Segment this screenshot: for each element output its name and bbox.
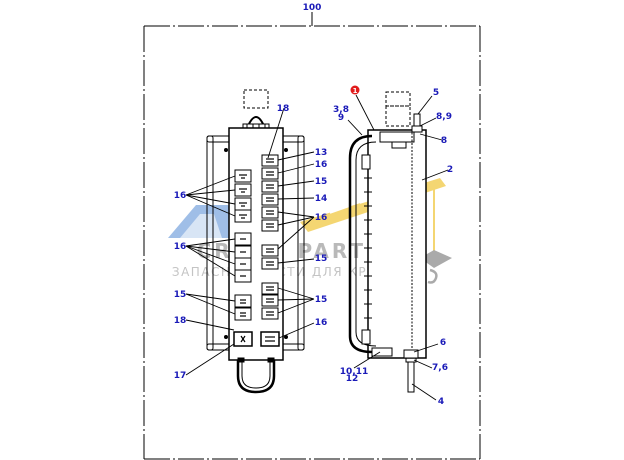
callout-5[interactable]: 5	[433, 88, 439, 98]
callout-9-side[interactable]: 9	[338, 113, 344, 123]
callout-6[interactable]: 6	[440, 338, 446, 348]
right-button-group-bottom	[261, 282, 279, 320]
callout-8[interactable]: 8	[441, 136, 447, 146]
side-switch-teeth	[361, 154, 372, 345]
callout-15-right-a[interactable]: 15	[315, 177, 328, 187]
figure-number: 100	[303, 3, 322, 13]
callout-18-top[interactable]: 18	[277, 104, 290, 114]
callout-4[interactable]: 4	[438, 397, 444, 407]
callout-8-9[interactable]: 8,9	[436, 112, 452, 122]
left-button-group-bottom	[234, 294, 252, 321]
callout-16-left-b[interactable]: 16	[174, 242, 187, 252]
callout-1[interactable]: 1	[353, 87, 358, 95]
callout-16-right-a[interactable]: 16	[315, 160, 328, 170]
callout-10-11[interactable]: 10,11	[340, 367, 368, 377]
callout-12[interactable]: 12	[346, 374, 359, 384]
callout-16-right-b[interactable]: 16	[315, 213, 328, 223]
callout-14[interactable]: 14	[315, 194, 328, 204]
drawing-frame	[143, 12, 481, 460]
callout-16-left-a[interactable]: 16	[174, 191, 187, 201]
left-button-group-top	[234, 169, 252, 223]
callout-17[interactable]: 17	[174, 371, 187, 381]
callout-16-right-c[interactable]: 16	[315, 318, 328, 328]
callout-15-right-b[interactable]: 15	[315, 254, 328, 264]
button-glyph-marks	[239, 158, 275, 343]
callout-13[interactable]: 13	[315, 148, 328, 158]
side-view-control-box	[348, 91, 427, 393]
right-button-group-middle	[261, 244, 279, 270]
callout-2[interactable]: 2	[447, 165, 453, 175]
callout-3-8[interactable]: 3,8	[333, 105, 349, 115]
front-view-control-box	[206, 89, 305, 394]
callout-15-right-c[interactable]: 15	[315, 295, 328, 305]
left-button-group-middle	[234, 232, 252, 283]
right-button-group-top	[261, 154, 279, 232]
callout-7-6[interactable]: 7,6	[432, 363, 448, 373]
callout-18-left[interactable]: 18	[174, 316, 187, 326]
right-bottom-switch	[260, 331, 280, 347]
callout-1-highlight-icon	[350, 85, 360, 95]
callout-15-left[interactable]: 15	[174, 290, 187, 300]
leader-lines	[185, 94, 449, 401]
callout-labels: 1 3,8 9 5 8,9 8 2 6 7,6 4 10,11 12 18 13…	[174, 85, 453, 407]
